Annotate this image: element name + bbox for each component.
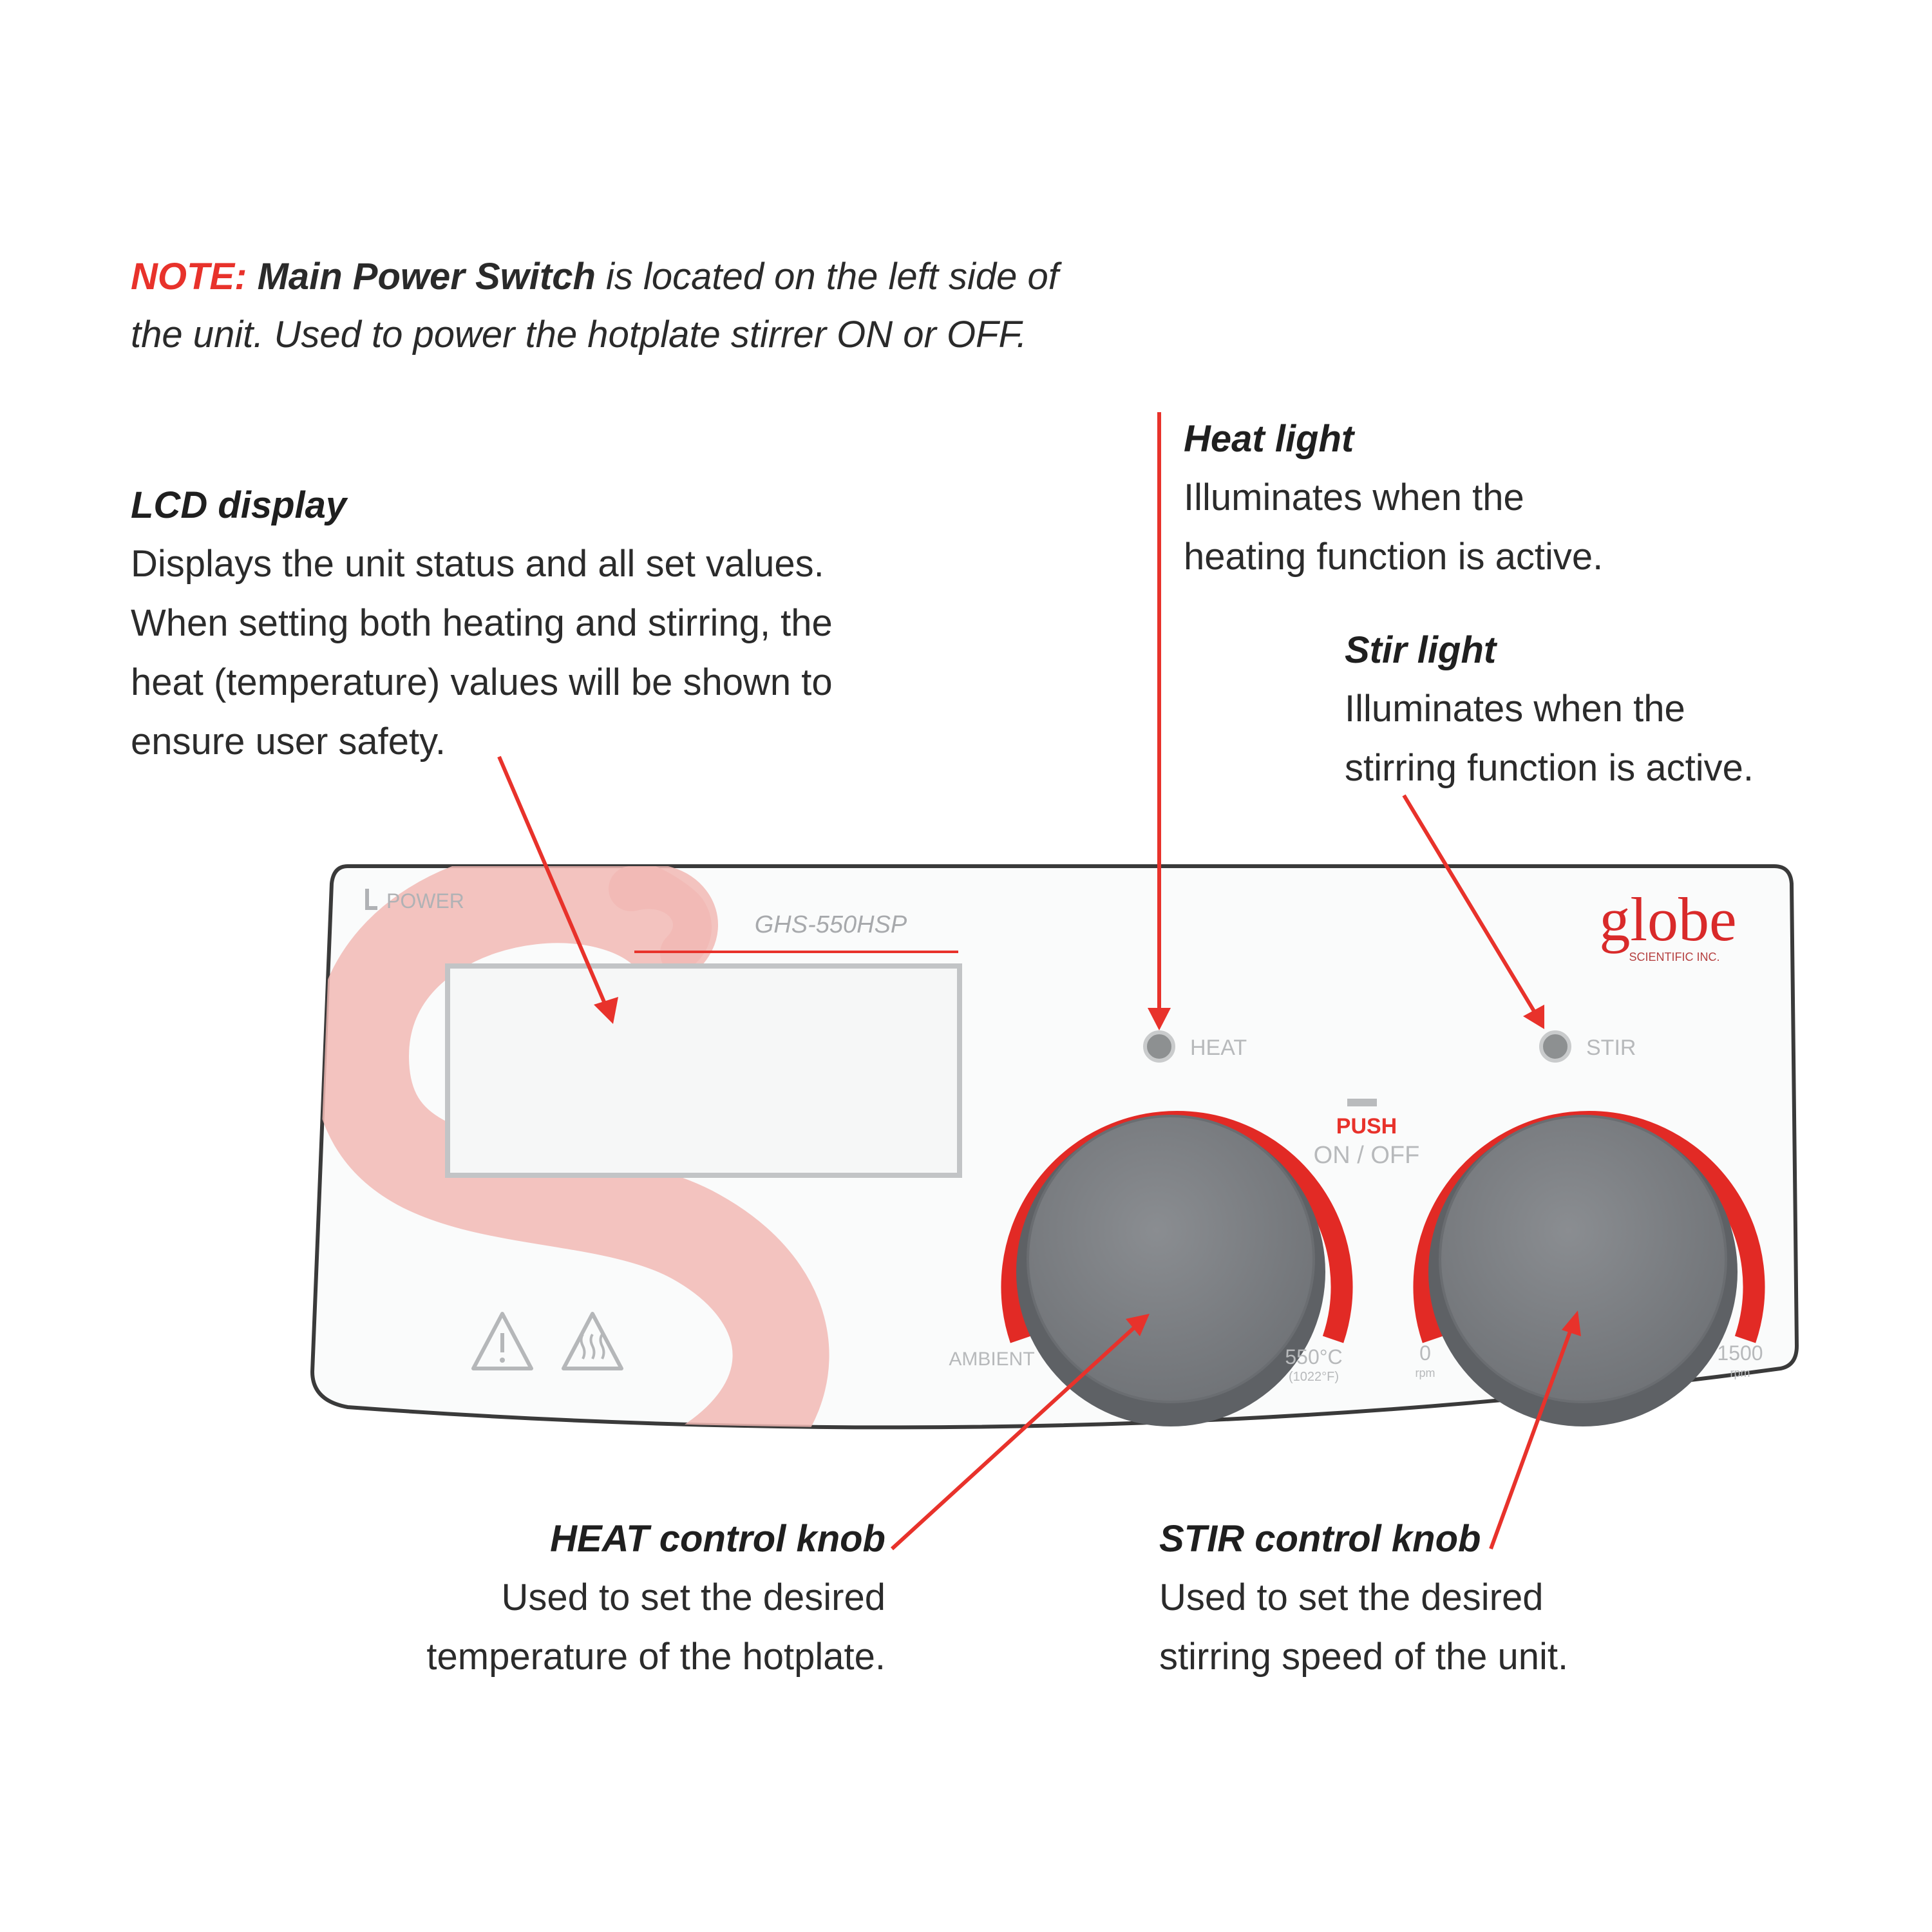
heat-light-arrowhead — [1148, 1008, 1171, 1030]
stir-knob-callout-title: STIR control knob — [1159, 1518, 1481, 1560]
stir-light-callout-title: Stir light — [1345, 629, 1497, 671]
lcd-callout-title: LCD display — [131, 484, 347, 526]
stir-knob-callout-line: Used to set the desired — [1159, 1577, 1544, 1618]
stir-knob-arrow — [1489, 1327, 1573, 1550]
heat-knob-callout-line: Used to set the desired — [501, 1577, 886, 1618]
hot-surface-icon — [562, 1312, 623, 1370]
lcd-callout-line: heat (temperature) values will be shown … — [131, 661, 833, 703]
swirl-decoration — [312, 866, 829, 1428]
power-label: POWER — [386, 889, 464, 913]
stir-max-unit: rpm — [1730, 1367, 1750, 1379]
lcd-callout-line: When setting both heating and stirring, … — [131, 602, 833, 644]
stir-knob-arrowhead — [1562, 1311, 1581, 1336]
stir-light-arrow — [1402, 794, 1538, 1016]
callout-arrows — [497, 412, 1581, 1551]
note-line1: is located on the left side of — [606, 256, 1059, 298]
heat-light-callout-line: heating function is active. — [1184, 536, 1604, 578]
heat-max-label: 550°C — [1285, 1345, 1342, 1368]
model-label: GHS-550HSP — [755, 911, 907, 938]
warning-triangle-icon — [471, 1312, 533, 1370]
lcd-arrow — [497, 755, 611, 1014]
stir-light — [1539, 1030, 1571, 1063]
stir-knob-callout: STIR control knob Used to set the desire… — [1159, 1510, 1568, 1687]
lcd-callout-line: Displays the unit status and all set val… — [131, 543, 824, 585]
heat-knob-arrow — [890, 1323, 1139, 1551]
heat-knob-callout-line: temperature of the hotplate. — [426, 1636, 886, 1678]
onoff-label: ON / OFF — [1314, 1142, 1420, 1169]
heat-knob-callout-title: HEAT control knob — [550, 1518, 886, 1560]
note-emphasis: Main Power Switch — [257, 256, 596, 298]
stir-min-label: 0 — [1419, 1341, 1431, 1365]
brand-logo: globe — [1599, 885, 1736, 954]
heat-min-label: AMBIENT — [949, 1349, 1034, 1370]
note-line2: the unit. Used to power the hotplate sti… — [131, 314, 1027, 355]
heat-max-f-label: (1022°F) — [1289, 1370, 1339, 1384]
heat-light-callout-title: Heat light — [1184, 418, 1354, 460]
heat-knob-arrowhead — [1126, 1314, 1150, 1336]
lcd-callout-line: ensure user safety. — [131, 721, 446, 762]
lcd-arrowhead — [594, 997, 618, 1024]
stir-light-label: STIR — [1586, 1036, 1636, 1060]
note-prefix: NOTE: — [131, 256, 247, 298]
stir-light-callout-line: Illuminates when the — [1345, 688, 1685, 730]
power-switch-note: NOTE: Main Power Switch is located on th… — [131, 248, 1193, 364]
stir-light-callout: Stir light Illuminates when the stirring… — [1345, 621, 1754, 798]
lcd-callout: LCD display Displays the unit status and… — [131, 477, 833, 772]
lcd-display — [445, 963, 962, 1178]
stir-light-arrowhead — [1523, 1005, 1544, 1029]
stir-control-knob[interactable] — [1439, 1115, 1727, 1403]
power-icon — [365, 889, 377, 910]
heat-light — [1143, 1030, 1175, 1063]
push-indicator — [1347, 1099, 1377, 1106]
brand-subtitle: SCIENTIFIC INC. — [1629, 951, 1719, 963]
stir-min-unit: rpm — [1416, 1367, 1435, 1379]
heat-light-callout-line: Illuminates when the — [1184, 477, 1524, 518]
stir-light-callout-line: stirring function is active. — [1345, 747, 1754, 789]
heat-control-knob[interactable] — [1027, 1115, 1315, 1403]
stir-knob-callout-line: stirring speed of the unit. — [1159, 1636, 1569, 1678]
heat-knob-callout: HEAT control knob Used to set the desire… — [283, 1510, 886, 1687]
heat-light-callout: Heat light Illuminates when the heating … — [1184, 410, 1603, 587]
push-label: PUSH — [1336, 1114, 1397, 1139]
stir-max-label: 1500 — [1717, 1341, 1763, 1365]
heat-light-label: HEAT — [1190, 1036, 1247, 1060]
